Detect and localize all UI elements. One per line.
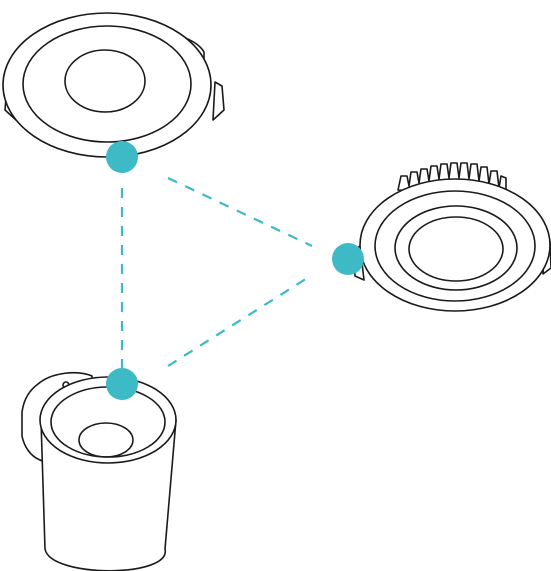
connection-lines: [120, 177, 313, 368]
connection-line-bottom-right: [167, 274, 313, 367]
connection-line-top-right: [167, 177, 313, 247]
connection-node-top: [106, 141, 138, 173]
recessed-downlight-icon: [2, 12, 225, 158]
connection-node-bottom: [106, 368, 138, 400]
wall-spotlight-icon: [21, 371, 177, 571]
connection-nodes: [106, 141, 364, 400]
connection-node-right: [332, 243, 364, 275]
finned-downlight-icon: [352, 162, 551, 312]
